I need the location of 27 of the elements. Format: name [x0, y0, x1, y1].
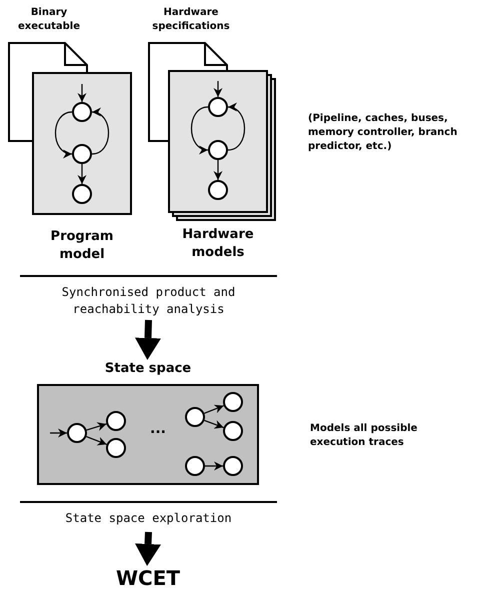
arrow	[54, 111, 72, 157]
model-label: Program model	[50, 228, 114, 264]
document-label: Hardware specifications	[146, 4, 236, 36]
ellipsis-text: ...	[149, 420, 167, 438]
side-note: (Pipeline, caches, buses, memory controller, branch predictor, etc.)	[308, 112, 458, 154]
arrow	[86, 422, 107, 431]
section-heading: State space	[104, 360, 192, 378]
arrow	[214, 160, 222, 180]
arrow	[78, 84, 86, 102]
arrow	[92, 109, 110, 155]
arrow	[86, 436, 107, 446]
arrow	[204, 404, 224, 414]
result-text: WCET	[114, 566, 182, 590]
step-text: State space exploration	[64, 510, 233, 527]
side-note: Models all possible execution traces	[310, 422, 418, 450]
arrow	[205, 462, 223, 470]
step-text: Synchronised product and reachability analysis	[60, 284, 236, 318]
document-label: Binary executable	[8, 4, 90, 36]
thick-arrow	[137, 320, 159, 360]
arrow	[50, 428, 67, 438]
model-label: Hardware models	[181, 226, 255, 262]
arrow	[204, 420, 224, 429]
arrow	[214, 81, 222, 97]
arrow	[190, 106, 208, 153]
thick-arrow	[137, 532, 159, 566]
arrow	[228, 104, 246, 151]
arrow	[78, 164, 86, 184]
